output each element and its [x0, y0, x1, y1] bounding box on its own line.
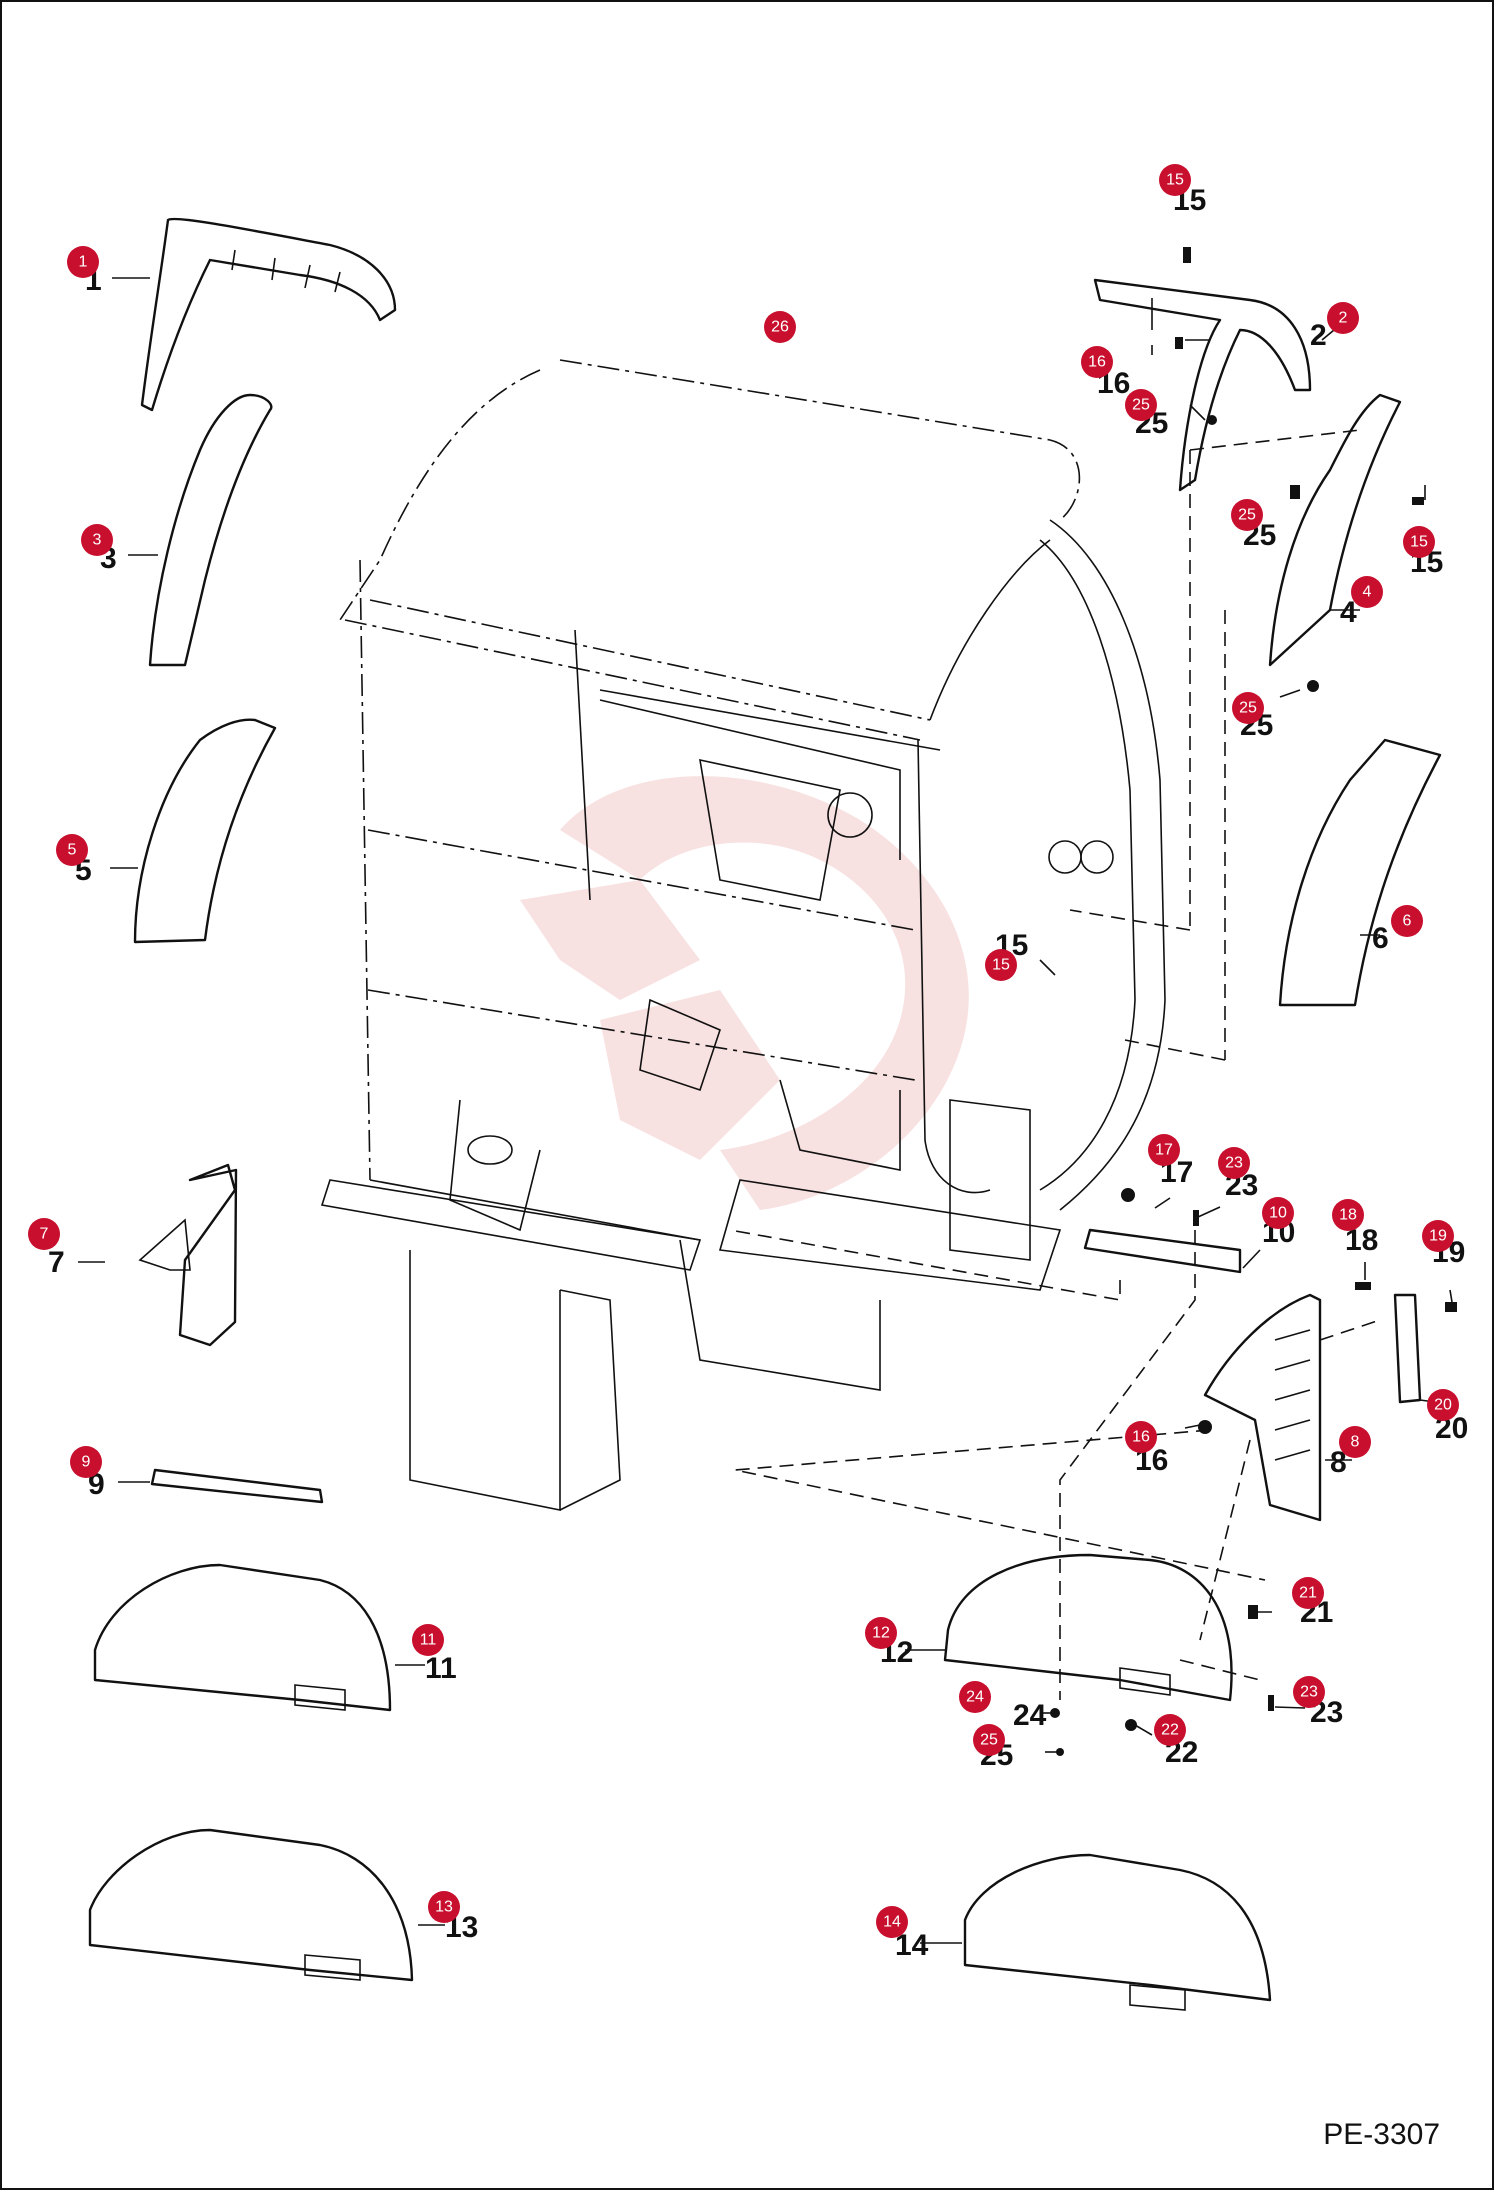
svg-text:16: 16: [1088, 354, 1106, 371]
part-9-bracket: [150, 1468, 324, 1504]
svg-text:18: 18: [1339, 1207, 1357, 1224]
badge-14: 14: [876, 1906, 908, 1938]
svg-text:8: 8: [1351, 1434, 1360, 1451]
svg-text:15: 15: [1166, 172, 1184, 189]
svg-text:25: 25: [1132, 397, 1150, 414]
svg-text:11: 11: [420, 1632, 437, 1649]
label-11: 11: [425, 1652, 457, 1685]
svg-text:15: 15: [1410, 534, 1428, 551]
part-13-fender: [88, 1828, 414, 1982]
badge-25-c: 25: [1232, 692, 1264, 724]
badge-23-upper: 23: [1218, 1147, 1250, 1179]
assembly-lines: [729, 429, 1381, 1700]
svg-text:10: 10: [1269, 1205, 1287, 1222]
cab-frame: [320, 359, 1166, 1511]
badge-18: 18: [1332, 1199, 1364, 1231]
svg-text:22: 22: [1161, 1722, 1179, 1739]
svg-text:13: 13: [435, 1899, 453, 1916]
label-6: 6: [1372, 922, 1389, 955]
part-14-fender: [963, 1853, 1272, 2002]
svg-text:4: 4: [1363, 584, 1372, 601]
svg-text:23: 23: [1300, 1684, 1318, 1701]
svg-text:16: 16: [1132, 1429, 1150, 1446]
svg-text:15: 15: [992, 957, 1010, 974]
svg-text:21: 21: [1299, 1585, 1317, 1602]
label-4: 4: [1340, 596, 1357, 629]
diagram-code: PE-3307: [1323, 2118, 1440, 2151]
svg-text:14: 14: [883, 1914, 901, 1931]
part-20-strip: [1393, 1293, 1422, 1404]
badge-2: 2: [1327, 302, 1359, 334]
badge-24: 24: [959, 1681, 991, 1713]
svg-text:20: 20: [1434, 1397, 1452, 1414]
badge-7: 7: [28, 1218, 60, 1250]
badge-20: 20: [1427, 1389, 1459, 1421]
badge-23-lower: 23: [1293, 1676, 1325, 1708]
svg-text:1: 1: [79, 254, 88, 271]
badge-8: 8: [1339, 1426, 1371, 1458]
svg-text:2: 2: [1339, 310, 1348, 327]
part-2-fender-panel: [1093, 278, 1312, 492]
svg-text:12: 12: [872, 1625, 890, 1642]
badge-3: 3: [81, 524, 113, 556]
badge-5: 5: [56, 834, 88, 866]
badge-26: 26: [764, 311, 796, 343]
part-number-labels: 1 2 3 4 5 6 7 8 9 10 11 12 13 14 15 15 1…: [48, 184, 1468, 1962]
part-5-side-panel: [133, 718, 277, 944]
badge-1: 1: [67, 246, 99, 278]
part-10-bracket: [1083, 1228, 1242, 1274]
badge-25-d: 25: [973, 1724, 1005, 1756]
part-3-side-panel: [148, 393, 273, 667]
badge-16-top: 16: [1081, 346, 1113, 378]
part-4-side-panel: [1268, 393, 1402, 667]
badge-6: 6: [1391, 905, 1423, 937]
svg-text:6: 6: [1403, 913, 1412, 930]
svg-text:7: 7: [40, 1226, 49, 1243]
svg-text:24: 24: [966, 1689, 984, 1706]
svg-text:9: 9: [82, 1454, 91, 1471]
badge-4: 4: [1351, 576, 1383, 608]
label-7: 7: [48, 1246, 65, 1279]
badge-15-center: 15: [985, 949, 1017, 981]
badge-9: 9: [70, 1446, 102, 1478]
badge-10: 10: [1262, 1197, 1294, 1229]
svg-text:26: 26: [771, 319, 789, 336]
badge-15-right: 15: [1403, 526, 1435, 558]
badge-21: 21: [1292, 1577, 1324, 1609]
callout-badges: 1 2 3 4 5 6 7 8 9 10 11 12 13 14 15 15 1…: [28, 164, 1459, 1938]
badge-17: 17: [1148, 1134, 1180, 1166]
svg-text:3: 3: [93, 532, 102, 549]
hardware-fasteners: [1050, 247, 1457, 1756]
svg-text:5: 5: [68, 842, 77, 859]
label-24: 24: [1013, 1699, 1047, 1732]
badge-12: 12: [865, 1617, 897, 1649]
part-7-grille-bracket: [178, 1163, 238, 1347]
svg-text:25: 25: [1238, 507, 1256, 524]
badge-25-a: 25: [1125, 389, 1157, 421]
svg-text:25: 25: [1239, 700, 1257, 717]
part-6-side-panel: [1278, 738, 1442, 1007]
svg-text:19: 19: [1429, 1228, 1447, 1245]
part-8-grille: [1203, 1293, 1322, 1522]
badge-25-b: 25: [1231, 499, 1263, 531]
badge-19: 19: [1422, 1220, 1454, 1252]
part-12-fender: [943, 1553, 1233, 1702]
leader-lines: [78, 277, 1453, 1944]
svg-text:23: 23: [1225, 1155, 1243, 1172]
svg-text:25: 25: [980, 1732, 998, 1749]
label-8: 8: [1330, 1446, 1347, 1479]
badge-13: 13: [428, 1891, 460, 1923]
badge-16-lower: 16: [1125, 1421, 1157, 1453]
part-1-fender-panel: [140, 217, 397, 412]
part-11-fender: [93, 1563, 392, 1712]
svg-text:17: 17: [1155, 1142, 1173, 1159]
label-2: 2: [1310, 319, 1327, 352]
badge-22: 22: [1154, 1714, 1186, 1746]
badge-15-top: 15: [1159, 164, 1191, 196]
badge-11: 11: [412, 1624, 444, 1656]
